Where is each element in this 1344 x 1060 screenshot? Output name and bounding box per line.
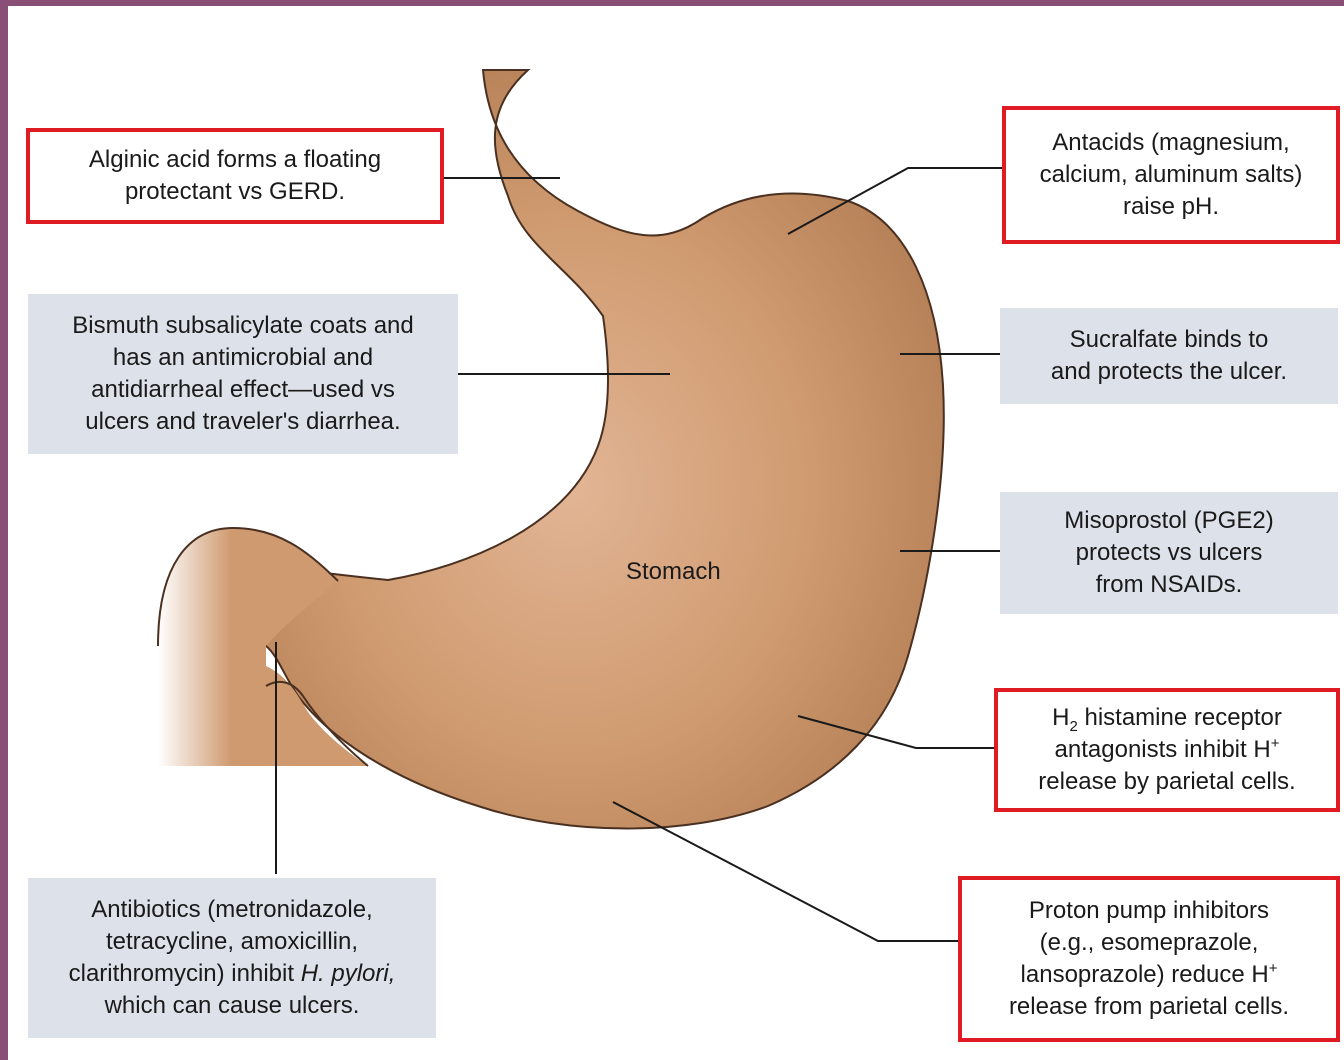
antibiotics-h-pylori: H. pylori, bbox=[301, 960, 396, 987]
h2-line-2-text: antagonists inhibit H bbox=[1055, 736, 1271, 763]
callout-antibiotics: Antibiotics (metronidazole, tetracycline… bbox=[28, 878, 436, 1038]
antibiotics-line-2: tetracycline, amoxicillin, bbox=[69, 926, 396, 958]
ppi-line-3-text: lansoprazole) reduce H bbox=[1021, 961, 1269, 988]
h2-subscript: 2 bbox=[1069, 718, 1077, 735]
h2-line-1-rest: histamine receptor bbox=[1078, 704, 1282, 731]
h2-line-1: H2 histamine receptor bbox=[1038, 702, 1295, 734]
ppi-line-2: (e.g., esomeprazole, bbox=[1009, 927, 1289, 959]
h2-line-2: antagonists inhibit H+ bbox=[1038, 734, 1295, 766]
h2-superscript: + bbox=[1271, 735, 1280, 752]
ppi-line-1: Proton pump inhibitors bbox=[1009, 895, 1289, 927]
h2-h: H bbox=[1052, 704, 1069, 731]
ppi-line-3: lansoprazole) reduce H+ bbox=[1009, 959, 1289, 991]
diagram-frame: Stomach Alginic acid forms a floating pr… bbox=[8, 6, 1344, 1060]
antibiotics-line-4: which can cause ulcers. bbox=[69, 990, 396, 1022]
antibiotics-line-1: Antibiotics (metronidazole, bbox=[69, 894, 396, 926]
callout-antacids: Antacids (magnesium, calcium, aluminum s… bbox=[1002, 106, 1340, 244]
stomach-label: Stomach bbox=[626, 558, 721, 586]
callout-proton-pump-inhibitors: Proton pump inhibitors (e.g., esomeprazo… bbox=[958, 876, 1340, 1042]
ppi-superscript: + bbox=[1269, 960, 1278, 977]
callout-bismuth: Bismuth subsalicylate coats and has an a… bbox=[28, 294, 458, 454]
callout-h2-antagonists: H2 histamine receptor antagonists inhibi… bbox=[994, 688, 1340, 812]
callout-alginic-acid: Alginic acid forms a floating protectant… bbox=[26, 128, 444, 224]
callout-sucralfate: Sucralfate binds to and protects the ulc… bbox=[1000, 308, 1338, 404]
antibiotics-line-3-text: clarithromycin) inhibit bbox=[69, 960, 301, 987]
ppi-line-4: release from parietal cells. bbox=[1009, 991, 1289, 1023]
callout-misoprostol: Misoprostol (PGE2) protects vs ulcers fr… bbox=[1000, 492, 1338, 614]
h2-line-3: release by parietal cells. bbox=[1038, 766, 1295, 798]
antibiotics-line-3: clarithromycin) inhibit H. pylori, bbox=[69, 958, 396, 990]
